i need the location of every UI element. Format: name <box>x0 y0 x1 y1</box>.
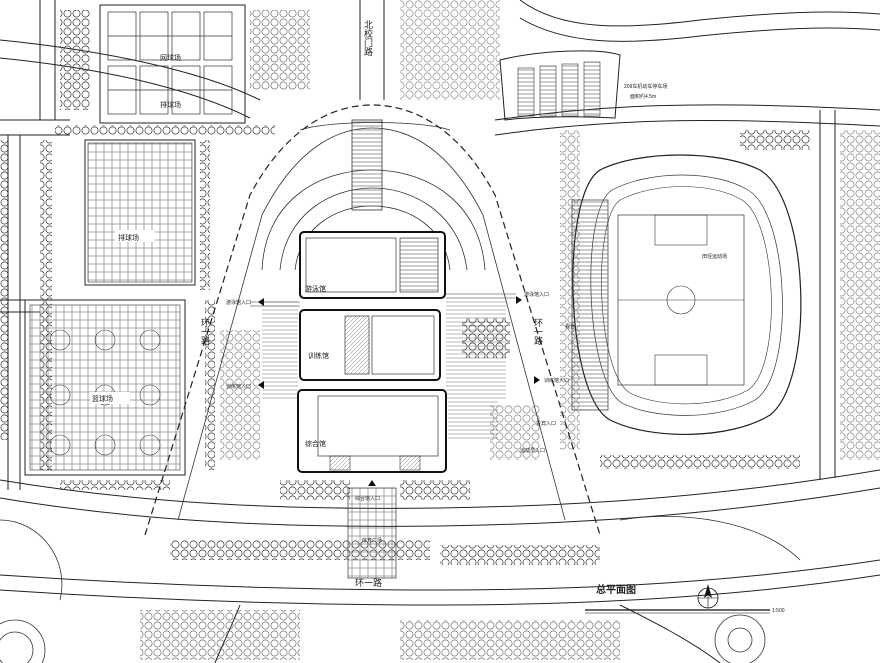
entrance-e2-label: 训练馆入口 <box>544 377 569 384</box>
athletics-stadium: 田径运动场 看台 <box>565 154 802 435</box>
volleyball-courts: 排球场 <box>84 139 196 286</box>
ring-road-west-label: 环一路 <box>200 318 210 346</box>
natatorium-building: 游泳馆 <box>299 231 446 299</box>
ring-road-east-label: 环一路 <box>533 318 543 346</box>
tennis-label-2: 排球场 <box>160 100 181 109</box>
basketball-courts: 篮球场 <box>24 299 186 476</box>
volleyball-label: 排球场 <box>118 233 139 242</box>
building-forecourts <box>220 292 540 500</box>
basketball-label: 篮球场 <box>92 394 113 403</box>
north-arrow-icon <box>697 584 719 609</box>
ring-road-label: 环一路 <box>355 577 382 588</box>
north-gate-road-label: 北校门路 <box>363 20 373 57</box>
tennis-courts: 网球场 排球场 <box>99 4 246 124</box>
roundabouts <box>0 516 801 663</box>
plaza-label: 体育广场 <box>362 537 382 544</box>
natatorium-label: 游泳馆 <box>305 284 326 293</box>
main-gym-label: 综合馆 <box>305 439 326 448</box>
entrance-e1-label: 游泳馆入口 <box>524 291 549 298</box>
entrance-w1-label: 游泳馆入口 <box>226 299 251 306</box>
parking-area-label: 面积约4.5m <box>630 93 656 100</box>
parking-label: 209车机动车停车场 <box>624 83 667 90</box>
road-labels: 北校门路 环一路 环一路 环一路 <box>200 20 543 588</box>
entrance-markers: 游泳馆入口 训练馆入口 游泳馆入口 训练馆入口 贵宾入口 运动员入口 <box>226 291 569 454</box>
tennis-label-1: 网球场 <box>160 53 181 62</box>
training-hall-label: 训练馆 <box>308 351 329 360</box>
stadium-label: 田径运动场 <box>702 253 727 260</box>
training-hall-building: 训练馆 <box>299 309 441 381</box>
south-entrance-plaza: 综合馆入口 体育广场 <box>347 480 397 579</box>
main-gym-building: 综合馆 <box>297 389 447 473</box>
stand-label: 看台 <box>565 323 575 330</box>
entrance-w2-label: 训练馆入口 <box>226 383 251 390</box>
plan-title-block: 总平面图 1:500 <box>585 583 785 614</box>
plan-title: 总平面图 <box>596 583 636 596</box>
entrance-e4-label: 运动员入口 <box>520 447 545 454</box>
parking-lot: 209车机动车停车场 面积约4.5m <box>499 50 667 121</box>
main-entrance-label: 综合馆入口 <box>355 495 380 502</box>
scale-note: 1:500 <box>772 608 785 614</box>
entrance-e3-label: 贵宾入口 <box>536 420 556 427</box>
